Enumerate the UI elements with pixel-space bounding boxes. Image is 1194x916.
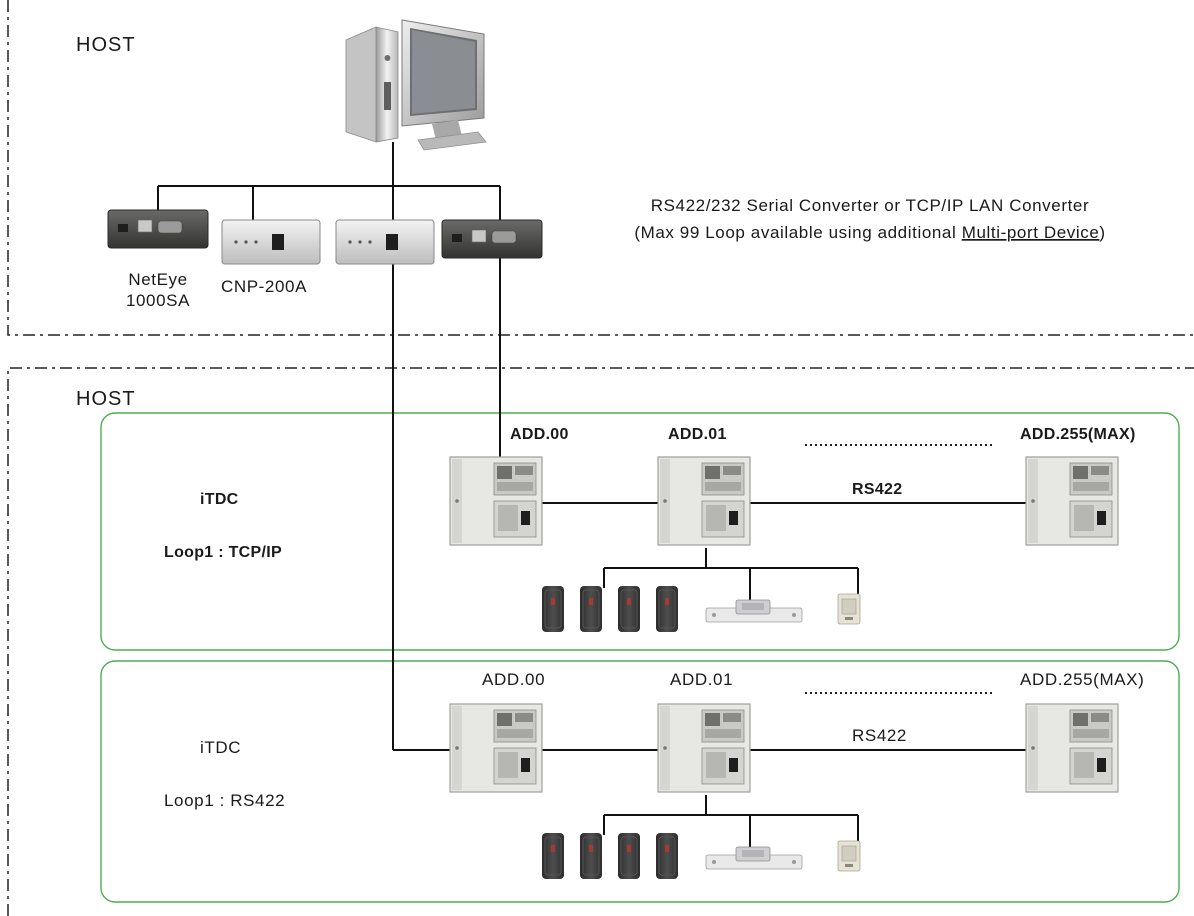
loop-box-1 (100, 412, 1180, 651)
neteye-label-line1: NetEye (128, 270, 187, 289)
loop1-panel-add255 (1025, 456, 1119, 546)
loop2-bus-label: RS422 (852, 726, 907, 745)
loop1-reader-3 (617, 585, 641, 633)
converter-note-suffix: ) (1099, 223, 1105, 242)
loop2-panel-add255 (1025, 703, 1119, 793)
multi-port-device-link: Multi-port Device (962, 223, 1100, 242)
loop1-address-01: ADD.01 (668, 426, 727, 443)
loop2-reader-2 (579, 832, 603, 880)
host-computer (345, 19, 487, 151)
loop2-type-label: Loop1 : RS422 (164, 791, 285, 810)
loop2-panel-add00 (449, 703, 543, 793)
loop1-address-00: ADD.00 (510, 426, 569, 443)
loop2-panel-add01 (657, 703, 751, 793)
loop2-address-00: ADD.00 (482, 670, 545, 689)
host-container-top (7, 0, 1194, 336)
loop1-exit-button (837, 593, 861, 625)
host-container-bottom (7, 367, 1194, 916)
cnp200a-label: CNP-200A (221, 277, 307, 296)
converter-note-prefix: (Max 99 Loop available using additional (634, 223, 961, 242)
host-title-top: HOST (76, 34, 136, 56)
loop1-address-max: ADD.255(MAX) (1020, 426, 1136, 443)
loop1-reader-2 (579, 585, 603, 633)
converter-cnp-200a (221, 219, 321, 265)
connection-lines (157, 142, 1028, 847)
loop1-reader-1 (541, 585, 565, 633)
converter-neteye-loop (441, 219, 543, 259)
loop1-panel-add00 (449, 456, 543, 546)
host-title-bottom: HOST (76, 388, 136, 410)
loop1-controller-label: iTDC (200, 491, 239, 508)
loop2-exit-button (837, 840, 861, 872)
converter-note-line1: RS422/232 Serial Converter or TCP/IP LAN… (651, 196, 1090, 215)
loop2-address-01: ADD.01 (670, 670, 733, 689)
loop2-reader-3 (617, 832, 641, 880)
neteye-label-line2: 1000SA (126, 291, 190, 310)
loop2-electric-strike (705, 846, 803, 870)
converter-note-line2: (Max 99 Loop available using additional … (634, 223, 1105, 242)
converter-neteye-1000sa (107, 209, 209, 249)
loop-box-2 (100, 660, 1180, 903)
loop1-panel-add01 (657, 456, 751, 546)
host-border-top (7, 0, 1194, 336)
loop2-controller-label: iTDC (200, 738, 241, 757)
loop1-electric-strike (705, 599, 803, 623)
host-border-bottom (7, 367, 1194, 916)
loop2-reader-1 (541, 832, 565, 880)
loop2-reader-4 (655, 832, 679, 880)
loop1-type-label: Loop1 : TCP/IP (164, 544, 282, 561)
converter-cnp-200a-loop (335, 219, 435, 265)
loop2-address-max: ADD.255(MAX) (1020, 670, 1144, 689)
loop1-bus-label: RS422 (852, 481, 902, 498)
loop1-reader-4 (655, 585, 679, 633)
